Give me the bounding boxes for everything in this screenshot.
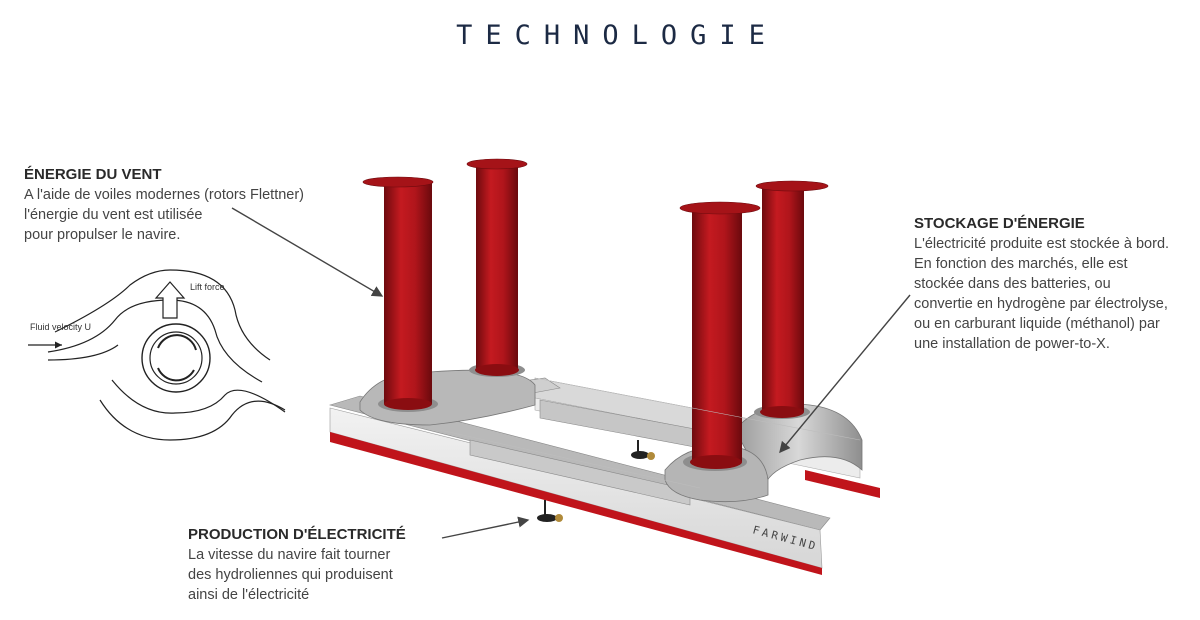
lift-force-label: Lift force xyxy=(190,282,225,292)
annotation-wind-heading: ÉNERGIE DU VENT xyxy=(24,166,162,183)
flettner-rotors xyxy=(362,158,829,471)
annotation-production-body: La vitesse du navire fait tourner des hy… xyxy=(188,547,393,603)
rotor-3 xyxy=(754,180,829,419)
annotation-wind-energy: ÉNERGIE DU VENT A l'aide de voiles moder… xyxy=(24,165,304,245)
rotor-1 xyxy=(362,176,438,412)
annotation-storage-heading: STOCKAGE D'ÉNERGIE xyxy=(914,215,1085,232)
annotation-electricity-production: PRODUCTION D'ÉLECTRICITÉ La vitesse du n… xyxy=(188,525,406,605)
production-pointer-arrow xyxy=(441,516,530,539)
page-title: TECHNOLOGIE xyxy=(456,20,778,51)
fluid-velocity-label: Fluid velocity U xyxy=(30,322,91,332)
annotation-storage-body: L'électricité produite est stockée à bor… xyxy=(914,236,1170,352)
rotor-4 xyxy=(679,201,761,471)
wind-pointer-arrow xyxy=(231,207,384,297)
annotation-wind-body: A l'aide de voiles modernes (rotors Flet… xyxy=(24,187,305,243)
annotation-energy-storage: STOCKAGE D'ÉNERGIE L'électricité produit… xyxy=(914,214,1169,354)
hydro-turbines xyxy=(537,440,655,522)
storage-pointer-arrow xyxy=(779,294,911,454)
annotation-production-heading: PRODUCTION D'ÉLECTRICITÉ xyxy=(188,526,406,543)
rotor-2 xyxy=(466,158,528,377)
deck-railings xyxy=(439,377,861,489)
